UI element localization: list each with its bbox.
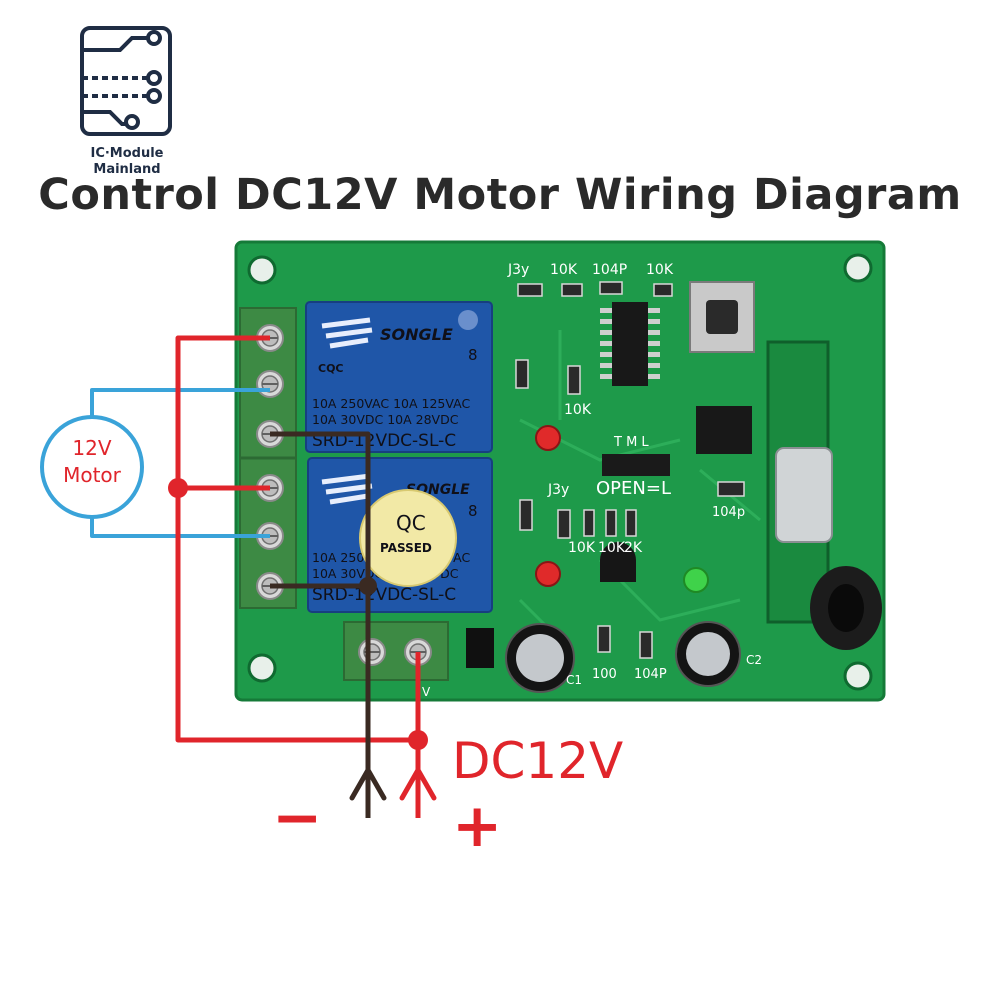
relay-2-model: SRD-12VDC-SL-C	[312, 585, 456, 605]
smd-component-icon	[717, 481, 745, 497]
svg-text:100: 100	[592, 667, 617, 682]
rf-receiver-module	[766, 340, 833, 624]
green-led-icon	[683, 567, 709, 593]
negative-terminal-label: −	[272, 783, 322, 853]
svg-text:QC: QC	[396, 511, 426, 535]
logo-text-line-1: IC·Module	[90, 146, 164, 161]
ic-pin	[600, 352, 612, 357]
logo-text-line-2: Mainland	[93, 162, 161, 177]
power-screw-negative-icon	[358, 638, 386, 666]
ic-pin	[648, 363, 660, 368]
ic-pin	[600, 363, 612, 368]
ic-pin	[600, 374, 612, 379]
svg-text:PASSED: PASSED	[380, 541, 432, 555]
ic-pin	[648, 374, 660, 379]
ic-pin	[648, 352, 660, 357]
red-led-2-icon	[535, 561, 561, 587]
ic-chip-small	[696, 406, 752, 454]
ic-pin	[600, 341, 612, 346]
red-led-1-icon	[535, 425, 561, 451]
ic-pin	[648, 341, 660, 346]
smd-component-icon	[519, 499, 533, 531]
smd-component-icon	[599, 281, 623, 295]
smd-component-icon	[597, 625, 611, 653]
svg-text:J3y: J3y	[547, 482, 569, 498]
terminal-screw-icon-2	[256, 370, 284, 398]
smd-component-icon	[583, 509, 595, 537]
positive-terminal-label: +	[452, 791, 502, 861]
motor-label: Motor	[63, 463, 122, 487]
svg-text:10K: 10K	[550, 262, 578, 278]
ic-module-logo-icon	[80, 26, 172, 136]
antenna-coil	[810, 566, 882, 650]
plus-arrow-icon	[399, 764, 437, 801]
svg-text:V: V	[422, 685, 431, 699]
relay-1-pins: 8	[468, 346, 478, 364]
smd-component-icon	[517, 283, 543, 297]
relay-1-brand: SONGLE	[380, 325, 453, 344]
ic-pin	[648, 319, 660, 324]
svg-text:C2: C2	[746, 653, 762, 667]
jumper-header	[602, 454, 670, 476]
supply-voltage-label: DC12V	[452, 732, 623, 790]
svg-text:C1: C1	[566, 673, 582, 687]
ic-pin	[600, 330, 612, 335]
transistor-icon	[600, 542, 636, 582]
wire-junctions	[168, 478, 428, 750]
relay-2-pins: 8	[468, 502, 478, 520]
svg-text:2K: 2K	[624, 540, 643, 556]
smd-component-icon	[515, 359, 529, 389]
svg-text:CQC: CQC	[318, 362, 344, 375]
minus-arrow-icon	[349, 764, 387, 801]
relay-1-spec-1: 10A 250VAC 10A 125VAC	[312, 396, 470, 411]
capacitor-c1-icon	[505, 623, 575, 693]
push-button	[689, 281, 755, 353]
svg-text:10K: 10K	[568, 540, 596, 556]
smd-component-icon	[639, 631, 653, 659]
ic-pin	[600, 319, 612, 324]
motor-voltage-label: 12V	[72, 436, 111, 460]
smd-component-icon	[567, 365, 581, 395]
smd-component-icon	[605, 509, 617, 537]
svg-text:J3y: J3y	[507, 262, 529, 278]
smd-component-icon	[561, 283, 583, 297]
svg-text:104p: 104p	[712, 505, 745, 520]
ic-chip-main	[612, 302, 648, 386]
diagram-title: Control DC12V Motor Wiring Diagram	[38, 170, 962, 220]
svg-text:104P: 104P	[634, 667, 667, 682]
ic-pin	[648, 308, 660, 313]
svg-text:10K: 10K	[564, 402, 592, 418]
capacitor-c2-icon	[675, 621, 741, 687]
svg-text:T M L: T M L	[613, 435, 649, 450]
svg-text:OPEN=L: OPEN=L	[596, 478, 671, 499]
ic-pin	[648, 330, 660, 335]
svg-text:104P: 104P	[592, 262, 627, 278]
power-jack-icon	[466, 628, 494, 668]
ic-pin	[600, 308, 612, 313]
smd-component-icon	[653, 283, 673, 297]
smd-component-icon	[557, 509, 571, 539]
smd-component-icon	[625, 509, 637, 537]
relay-1: SONGLE CQC 8 10A 250VAC 10A 125VAC 10A 3…	[305, 301, 493, 453]
output-terminal-block	[239, 307, 297, 609]
svg-text:10K: 10K	[598, 540, 626, 556]
negative-wires	[270, 431, 371, 818]
qc-passed-sticker: QC PASSED	[359, 489, 457, 587]
svg-text:10K: 10K	[646, 262, 674, 278]
relay-1-spec-2: 10A 30VDC 10A 28VDC	[312, 412, 459, 427]
motor-symbol: 12V Motor	[40, 415, 144, 519]
